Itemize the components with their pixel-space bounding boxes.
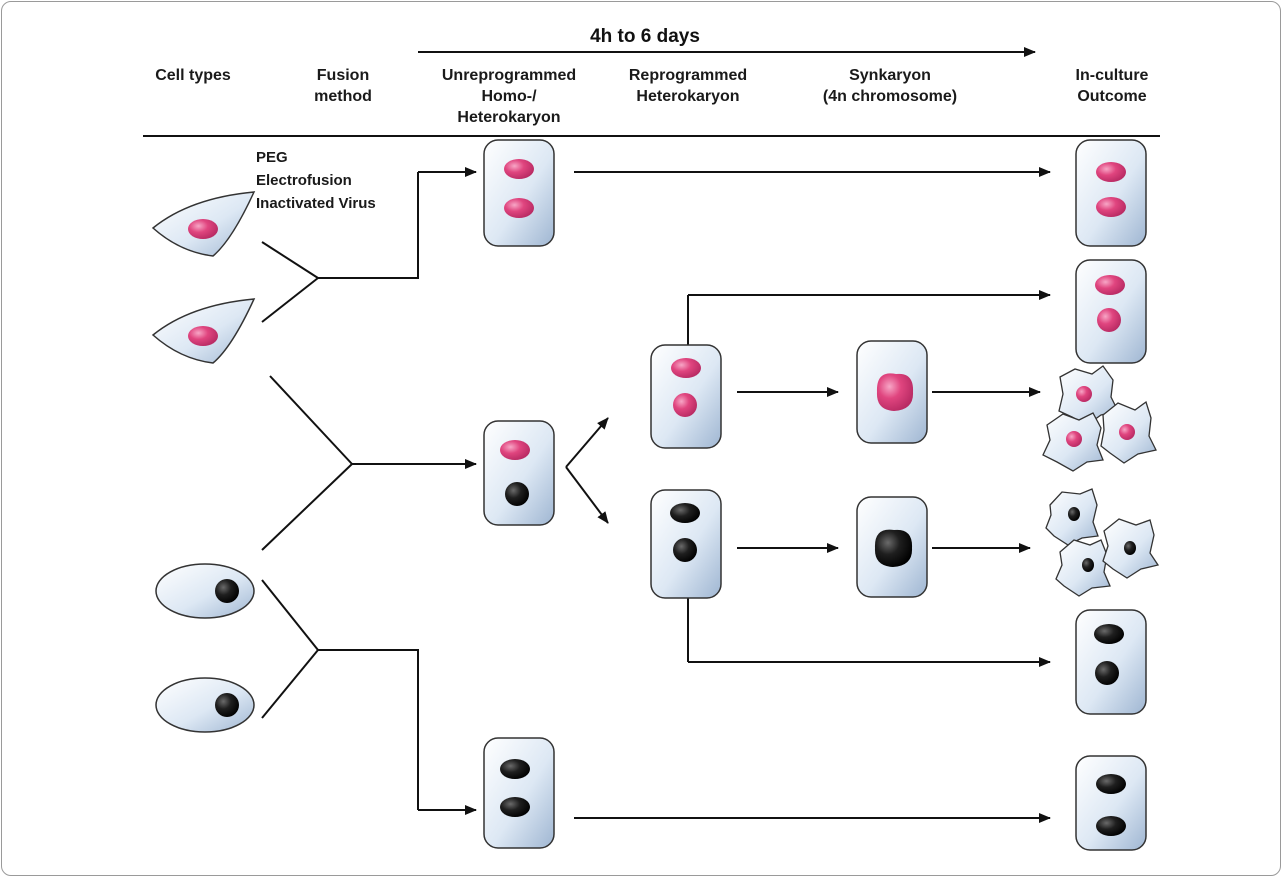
reprogrammed-heterokaryon-pink [650, 344, 722, 449]
fusion-method-virus: Inactivated Virus [256, 195, 376, 212]
black-nucleus [670, 503, 700, 523]
pink-nucleus [1119, 424, 1135, 440]
pink-nucleus [504, 198, 534, 218]
black-nucleus [215, 579, 239, 603]
black-nucleus [1096, 774, 1126, 794]
svg-text:Unreprogrammed: Unreprogrammed [442, 67, 576, 84]
fusion-method-peg: PEG [256, 149, 288, 166]
svg-text:Synkaryon: Synkaryon [849, 67, 931, 84]
pink-nucleus [1096, 162, 1126, 182]
black-nucleus [500, 797, 530, 817]
parent-cell-black-2 [155, 677, 255, 733]
header-reprogrammed: Reprogrammed Heterokaryon [629, 67, 747, 105]
unreprogrammed-homokaryon-pink [483, 139, 555, 247]
header-synkaryon: Synkaryon (4n chromosome) [823, 67, 957, 105]
outcome-homokaryon-pink [1075, 139, 1147, 247]
timeline-label: 4h to 6 days [590, 26, 700, 47]
header-outcome: In-culture Outcome [1076, 67, 1149, 105]
pink-nucleus [188, 326, 218, 346]
outcome-heterokaryon-pink [1075, 259, 1147, 364]
svg-text:In-culture: In-culture [1076, 67, 1149, 84]
fused-black-nucleus [874, 529, 913, 567]
pink-nucleus [1066, 431, 1082, 447]
black-nucleus [1082, 558, 1094, 572]
outcome-homokaryon-black [1075, 755, 1147, 851]
black-nucleus [1095, 661, 1119, 685]
svg-text:method: method [314, 88, 372, 105]
pink-nucleus [500, 440, 530, 460]
svg-text:Fusion: Fusion [317, 67, 369, 84]
black-nucleus [673, 538, 697, 562]
unreprogrammed-heterokaryon [483, 420, 555, 526]
black-nucleus [500, 759, 530, 779]
unreprogrammed-homokaryon-black [483, 737, 555, 849]
black-nucleus [505, 482, 529, 506]
header-unreprogrammed: Unreprogrammed Homo-/ Heterokaryon [442, 67, 576, 126]
fusion-methods-list: PEG Electrofusion Inactivated Virus [256, 149, 376, 212]
header-cell-types: Cell types [155, 67, 231, 84]
reprogrammed-heterokaryon-black [650, 489, 722, 599]
fused-pink-nucleus [876, 373, 914, 411]
pink-nucleus [1096, 197, 1126, 217]
pink-nucleus [1076, 386, 1092, 402]
outcome-hybrid-cells-pink [1042, 365, 1157, 472]
outcome-hybrid-cells-black [1045, 488, 1160, 597]
synkaryon-pink [856, 340, 928, 444]
pink-nucleus [1097, 308, 1121, 332]
fusion-connectors [261, 167, 1051, 823]
svg-text:Reprogrammed: Reprogrammed [629, 67, 747, 84]
fusion-method-electrofusion: Electrofusion [256, 172, 352, 189]
pink-nucleus [188, 219, 218, 239]
black-nucleus [215, 693, 239, 717]
parent-cell-black-1 [155, 563, 255, 619]
black-nucleus [1068, 507, 1080, 521]
black-nucleus [1094, 624, 1124, 644]
pink-nucleus [671, 358, 701, 378]
svg-text:Heterokaryon: Heterokaryon [636, 88, 739, 105]
parent-cell-pink-1 [151, 191, 256, 257]
svg-text:Cell types: Cell types [155, 67, 231, 84]
svg-text:Homo-/: Homo-/ [481, 88, 537, 105]
svg-text:Outcome: Outcome [1077, 88, 1146, 105]
svg-text:(4n chromosome): (4n chromosome) [823, 88, 957, 105]
svg-text:Heterokaryon: Heterokaryon [457, 109, 560, 126]
outcome-heterokaryon-black [1075, 609, 1147, 715]
pink-nucleus [504, 159, 534, 179]
black-nucleus [1124, 541, 1136, 555]
pink-nucleus [673, 393, 697, 417]
header-fusion-method: Fusion method [314, 67, 372, 105]
black-nucleus [1096, 816, 1126, 836]
pink-nucleus [1095, 275, 1125, 295]
parent-cell-pink-2 [151, 298, 256, 364]
synkaryon-black [856, 496, 928, 598]
